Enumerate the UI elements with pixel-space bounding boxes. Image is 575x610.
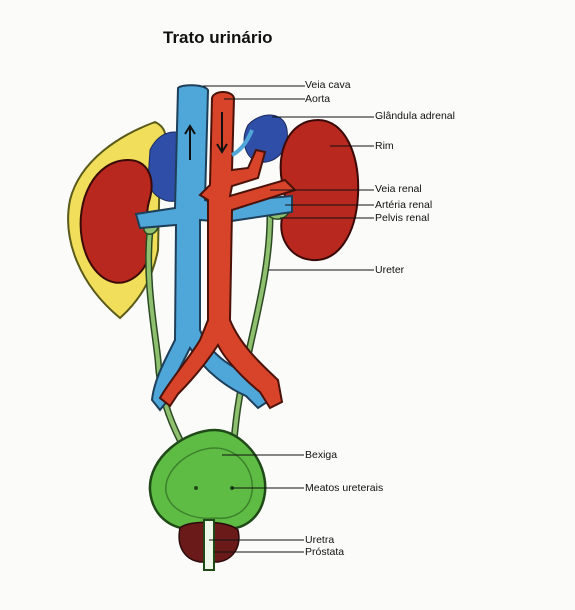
label-uretra: Uretra: [305, 534, 335, 546]
adrenal-artery: [231, 129, 254, 157]
label-veia-renal: Veia renal: [375, 183, 422, 195]
urethra: [203, 519, 215, 571]
aorta: [158, 91, 297, 410]
leader-lines: [203, 85, 374, 553]
label-veia-cava: Veia cava: [305, 79, 351, 91]
label-meatos-ureterais: Meatos ureterais: [305, 482, 384, 494]
vein-flow-arrow-icon: [184, 124, 196, 160]
label-arteria-renal: Artéria renal: [375, 199, 433, 211]
label-bexiga: Bexiga: [305, 449, 338, 461]
label-prostata: Próstata: [305, 546, 345, 558]
left-ureter-inner: [146, 229, 182, 441]
ureteral-meatus-left: [194, 486, 198, 490]
left-kidney: [79, 158, 153, 284]
label-glandula-adrenal: Glândula adrenal: [375, 110, 455, 122]
label-rim: Rim: [375, 140, 394, 152]
label-aorta: Aorta: [305, 93, 331, 105]
label-ureter: Ureter: [375, 264, 405, 276]
artery-flow-arrow-icon: [216, 112, 228, 154]
label-pelvis-renal: Pelvis renal: [375, 212, 430, 224]
bladder-inner: [165, 447, 254, 520]
diagram-title: Trato urinário: [163, 28, 273, 47]
